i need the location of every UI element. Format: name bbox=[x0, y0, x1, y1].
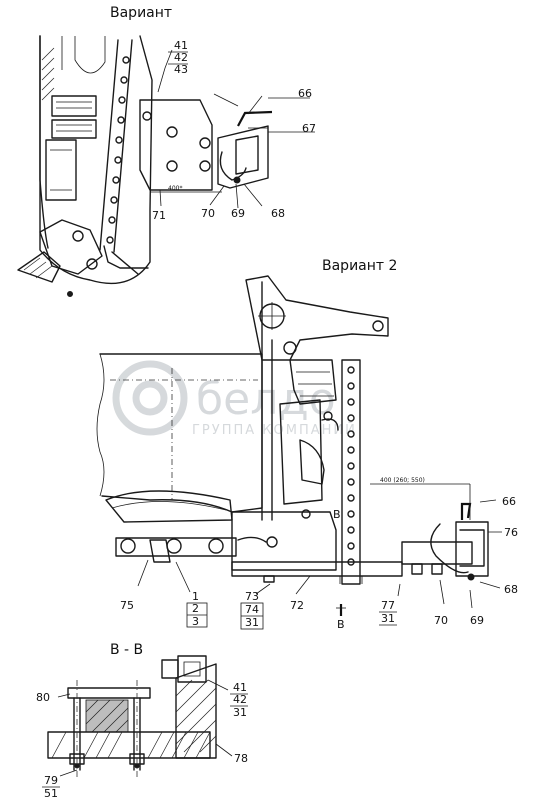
variant-2-bracket-plate bbox=[279, 399, 323, 505]
callout-75: 75 bbox=[120, 599, 134, 612]
callout-71: 71 bbox=[152, 209, 166, 222]
variant-1-pin-66 bbox=[237, 110, 273, 127]
callout-41: 41 bbox=[174, 39, 188, 52]
variant-1-dimension-label: 400* bbox=[168, 185, 182, 192]
variant-2-hitch-body bbox=[455, 521, 489, 577]
section-vertical-bolts bbox=[73, 697, 141, 771]
variant-2-cam bbox=[299, 439, 325, 485]
variant-2-link-block bbox=[149, 539, 171, 563]
callout-1: 1 bbox=[192, 590, 199, 603]
variant-2-pin-66 bbox=[460, 502, 472, 520]
section-block-hatch bbox=[85, 699, 129, 733]
variant-2-upper-arm bbox=[245, 275, 389, 361]
variant-1-block-lower bbox=[51, 119, 97, 139]
variant-2-drawbar-bolts bbox=[263, 563, 443, 583]
variant-1-title: Вариант bbox=[110, 5, 172, 21]
variant-1-plate-bolts bbox=[142, 111, 211, 172]
callout-41: 41 bbox=[233, 681, 247, 694]
callout-73: 73 bbox=[245, 590, 259, 603]
variant-1-housing bbox=[45, 139, 77, 201]
variant-1-foot-hatch bbox=[23, 257, 53, 279]
callout-42: 42 bbox=[233, 693, 247, 706]
callout-78: 78 bbox=[234, 752, 248, 765]
variant-2-break-line bbox=[96, 353, 105, 497]
section-view: В - В bbox=[36, 642, 248, 800]
section-nut bbox=[177, 655, 207, 683]
variant-2-bolt-73 bbox=[237, 536, 267, 543]
callout-66: 66 bbox=[502, 495, 516, 508]
callout-70: 70 bbox=[201, 207, 215, 220]
variant-2-drawbar-end bbox=[401, 541, 473, 565]
variant-2-drawbar bbox=[231, 561, 403, 577]
callout-42: 42 bbox=[174, 51, 188, 64]
variant-1-hitch-bracket bbox=[217, 125, 269, 189]
variant-2-lower-link bbox=[115, 537, 237, 557]
callout-67: 67 bbox=[302, 122, 316, 135]
callout-51: 51 bbox=[44, 787, 58, 800]
section-center-block bbox=[85, 699, 129, 733]
variant-1-slotted-bar bbox=[99, 39, 133, 253]
variant-2-linkage bbox=[321, 418, 339, 431]
watermark-subtitle: ГРУППА КОМПАНИЙ bbox=[192, 422, 357, 438]
variant-1-view: Вариант bbox=[17, 5, 316, 297]
callout-80: 80 bbox=[36, 691, 50, 704]
section-top-plate bbox=[67, 687, 151, 699]
section-marker-bottom: В bbox=[337, 618, 345, 631]
callout-68: 68 bbox=[271, 207, 285, 220]
callout-72: 72 bbox=[290, 599, 304, 612]
callout-76: 76 bbox=[504, 526, 518, 539]
variant-1-hose bbox=[103, 245, 149, 275]
variant-2-lower-flange bbox=[105, 490, 233, 523]
variant-2-bar-holes bbox=[347, 366, 355, 566]
callout-43: 43 bbox=[174, 63, 188, 76]
callout-69: 69 bbox=[470, 614, 484, 627]
variant-2-frame-body bbox=[231, 511, 337, 571]
callout-79: 79 bbox=[44, 774, 58, 787]
variant-2-view: Вариант 2 bbox=[96, 258, 518, 631]
variant-2-title: Вариант 2 bbox=[322, 258, 397, 274]
variant-2-chain bbox=[430, 523, 469, 574]
variant-2-slotted-bar bbox=[341, 359, 361, 585]
section-bolt-head bbox=[161, 659, 179, 679]
variant-1-left-edge bbox=[39, 35, 49, 249]
variant-1-left-hatch bbox=[41, 47, 55, 101]
variant-1-lower-bracket bbox=[39, 219, 103, 275]
section-base-plate bbox=[47, 731, 211, 759]
variant-2-hydraulic-block bbox=[289, 359, 337, 405]
watermark: белдо ГРУППА КОМПАНИЙ bbox=[112, 360, 357, 438]
callout-68: 68 bbox=[504, 583, 518, 596]
variant-2-dimension-label: 400 (260; 550) bbox=[380, 477, 425, 484]
callout-31-a: 31 bbox=[245, 616, 259, 629]
section-callouts: 80 41 42 31 78 79 51 bbox=[36, 681, 248, 800]
variant-1-chain bbox=[219, 151, 247, 181]
variant-2-callouts: 66 76 68 69 70 72 75 1 2 3 73 74 31 77 3… bbox=[120, 495, 518, 629]
variant-1-left-foot bbox=[17, 251, 61, 283]
callout-31-b: 31 bbox=[381, 612, 395, 625]
callout-3: 3 bbox=[192, 615, 199, 628]
variant-1-block-upper bbox=[51, 95, 97, 117]
callout-70: 70 bbox=[434, 614, 448, 627]
variant-1-bar-holes bbox=[106, 56, 130, 244]
callout-69: 69 bbox=[231, 207, 245, 220]
variant-2-vertical-frame bbox=[261, 281, 273, 521]
section-vertical-bracket bbox=[175, 663, 217, 759]
variant-2-rear-housing bbox=[99, 353, 263, 513]
variant-1-mounting-plate bbox=[139, 99, 213, 191]
variant-1-hitch-jaw bbox=[235, 135, 259, 175]
callout-31: 31 bbox=[233, 706, 247, 719]
section-title: В - В bbox=[110, 642, 143, 658]
watermark-brand: белдо bbox=[196, 374, 336, 425]
variant-1-frame-outline bbox=[39, 35, 153, 285]
callout-66: 66 bbox=[298, 87, 312, 100]
section-marker: В bbox=[333, 508, 341, 521]
variant-1-top-cutout bbox=[61, 36, 106, 74]
callout-77: 77 bbox=[381, 599, 395, 612]
callout-74: 74 bbox=[245, 603, 259, 616]
callout-2: 2 bbox=[192, 602, 199, 615]
variant-2-hitch-jaw bbox=[459, 529, 485, 567]
